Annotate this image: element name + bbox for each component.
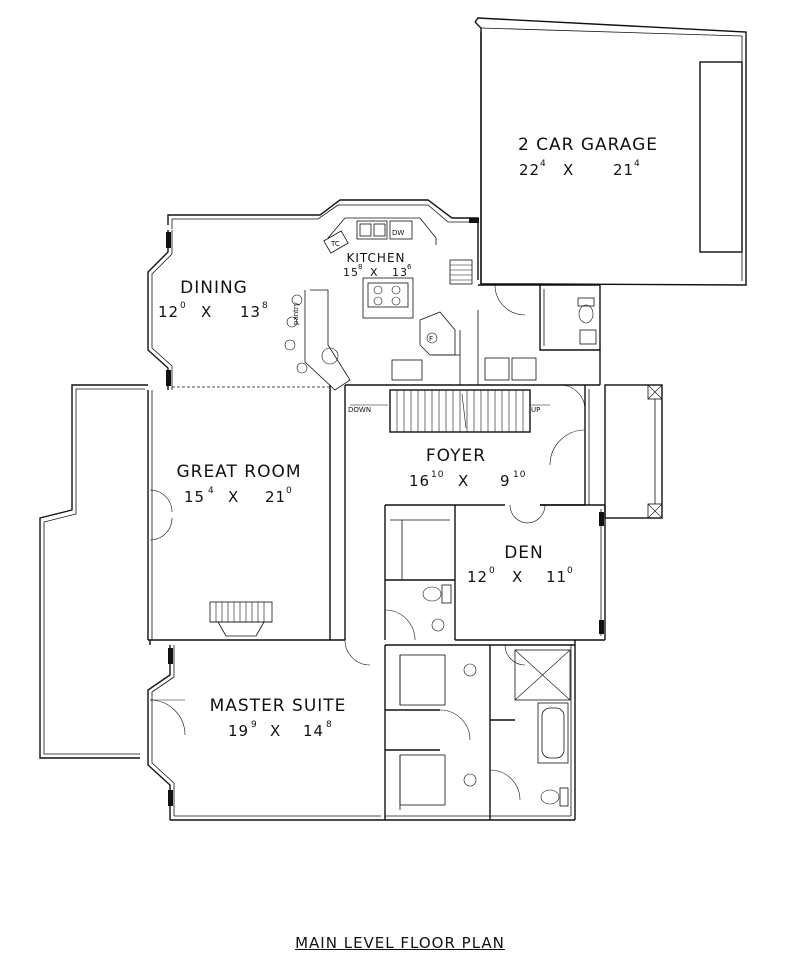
dining-x: X — [201, 303, 212, 321]
foyer-length: 9 — [500, 472, 511, 490]
kitchen-width: 15 — [343, 266, 359, 279]
den-length: 11 — [546, 568, 567, 586]
garage-length: 21 — [613, 161, 634, 179]
pantry-label: pantry — [292, 302, 300, 325]
room-great-room-label: GREAT ROOM 15 4 X 21 0 — [176, 462, 301, 506]
foyer-length-inches: 10 — [513, 470, 526, 480]
porch — [604, 384, 663, 519]
windows — [166, 218, 604, 806]
deck-outline — [39, 384, 148, 759]
great-room-width: 15 — [184, 488, 205, 506]
foyer-width: 16 — [409, 472, 430, 490]
room-master-suite-label: MASTER SUITE 19 9 X 14 8 — [210, 696, 347, 740]
garage-width-inches: 4 — [540, 159, 547, 169]
fireplace — [209, 601, 273, 637]
master-suite-length: 14 — [303, 722, 324, 740]
kitchen-length: 13 — [392, 266, 408, 279]
great-room-name: GREAT ROOM — [176, 462, 301, 482]
kitchen-length-inches: 6 — [407, 263, 412, 271]
master-suite-name: MASTER SUITE — [210, 696, 347, 716]
dining-name: DINING — [180, 278, 248, 298]
den-width-inches: 0 — [489, 566, 496, 576]
garage-width: 22 — [519, 161, 540, 179]
garage-name: 2 CAR GARAGE — [518, 135, 658, 155]
dining-width-inches: 0 — [180, 301, 187, 311]
garage-walls — [474, 17, 747, 286]
great-room-length: 21 — [265, 488, 286, 506]
room-garage-label: 2 CAR GARAGE 22 4 X 21 4 — [518, 135, 658, 179]
den-name: DEN — [504, 543, 544, 563]
doors — [149, 284, 586, 801]
kitchen-name: KITCHEN — [347, 251, 406, 265]
great-room-width-inches: 4 — [208, 486, 215, 496]
foyer-name: FOYER — [426, 446, 486, 466]
den-width: 12 — [467, 568, 488, 586]
refrigerator-label: F — [429, 335, 433, 343]
trash-compactor-label: TC — [330, 240, 340, 248]
stairs-up-label: UP — [531, 406, 540, 414]
dining-length-inches: 8 — [262, 301, 269, 311]
den-length-inches: 0 — [567, 566, 574, 576]
master-suite-width: 19 — [228, 722, 249, 740]
room-den-label: DEN 12 0 X 11 0 — [467, 543, 574, 586]
room-dining-label: DINING 12 0 X 13 8 — [158, 278, 269, 321]
master-suite-x: X — [270, 722, 281, 740]
kitchen-width-inches: 8 — [358, 263, 363, 271]
dining-length: 13 — [240, 303, 261, 321]
garage-x: X — [563, 161, 574, 179]
bath-fixtures — [399, 297, 597, 807]
stairs-down-label: DOWN — [348, 406, 371, 414]
dishwasher-label: DW — [392, 229, 404, 237]
great-room-length-inches: 0 — [286, 486, 293, 496]
foyer-width-inches: 10 — [431, 470, 444, 480]
master-suite-length-inches: 8 — [326, 720, 333, 730]
room-kitchen-label: KITCHEN 15 8 X 13 6 — [343, 251, 412, 279]
dining-width: 12 — [158, 303, 179, 321]
staircase — [350, 389, 550, 433]
room-foyer-label: FOYER 16 10 X 9 10 — [409, 446, 526, 490]
kitchen-x: X — [370, 266, 379, 279]
plan-caption: MAIN LEVEL FLOOR PLAN — [295, 934, 505, 952]
kitchen-fixtures — [284, 217, 537, 391]
garage-length-inches: 4 — [634, 159, 641, 169]
foyer-x: X — [458, 472, 469, 490]
master-suite-width-inches: 9 — [251, 720, 258, 730]
great-room-x: X — [228, 488, 239, 506]
den-x: X — [512, 568, 523, 586]
